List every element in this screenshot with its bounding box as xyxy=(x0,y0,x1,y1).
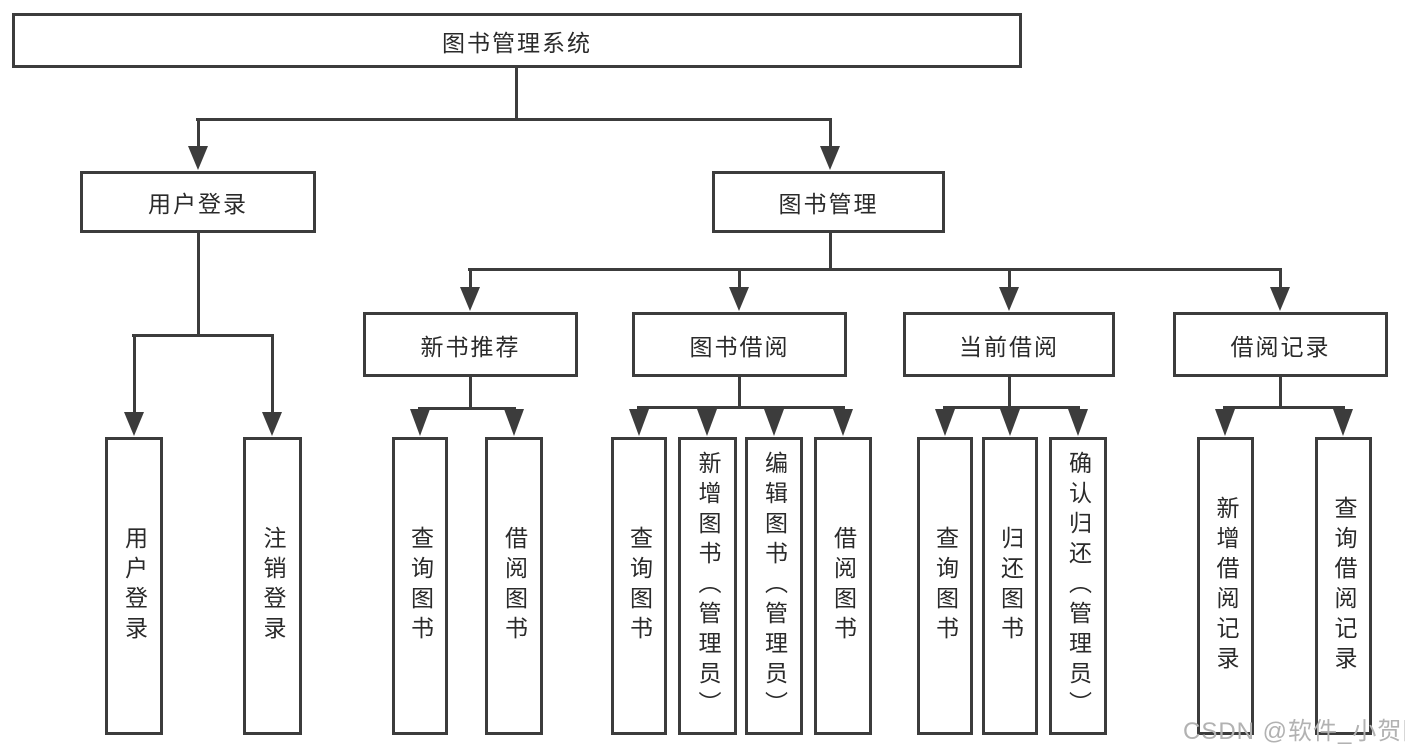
leaf-current-query-books: 查询图书 xyxy=(917,437,973,735)
connector-line xyxy=(738,377,741,409)
connector-line xyxy=(1279,377,1282,409)
arrowhead xyxy=(460,287,480,311)
arrowhead xyxy=(1000,409,1020,436)
leaf-logout: 注销登录 xyxy=(243,437,302,735)
arrowhead xyxy=(629,409,649,436)
arrowhead xyxy=(504,409,524,436)
arrowhead xyxy=(935,409,955,436)
arrowhead xyxy=(1270,287,1290,311)
leaf-records-query-record-label: 查询借阅记录 xyxy=(1331,496,1357,676)
connector-line xyxy=(468,268,1282,271)
connector-line xyxy=(132,334,274,337)
arrowhead xyxy=(729,287,749,311)
arrowhead xyxy=(1333,409,1353,436)
leaf-logout-label: 注销登录 xyxy=(260,526,286,646)
leaf-records-add-record: 新增借阅记录 xyxy=(1197,437,1254,735)
arrowhead xyxy=(124,412,144,436)
connector-line xyxy=(418,407,516,410)
leaf-borrow-add-books: 新增图书（管理员） xyxy=(678,437,737,735)
arrowhead xyxy=(833,409,853,436)
connector-line xyxy=(197,121,200,149)
leaf-borrow-add-books-label: 新增图书（管理员） xyxy=(695,451,721,721)
node-book-borrow: 图书借阅 xyxy=(632,312,847,377)
leaf-current-query-books-label: 查询图书 xyxy=(932,526,959,646)
leaf-recommend-borrow-books-label: 借阅图书 xyxy=(501,526,528,646)
connector-line xyxy=(133,337,136,414)
leaf-borrow-borrow-books-label: 借阅图书 xyxy=(830,526,857,646)
leaf-user-login-label: 用户登录 xyxy=(121,526,148,646)
connector-line xyxy=(1008,271,1011,289)
leaf-recommend-query-books-label: 查询图书 xyxy=(407,526,434,646)
leaf-borrow-query-books: 查询图书 xyxy=(611,437,667,735)
node-current-borrow: 当前借阅 xyxy=(903,312,1115,377)
leaf-current-return-books: 归还图书 xyxy=(982,437,1038,735)
arrowhead xyxy=(1215,409,1235,436)
node-current-borrow-label: 当前借阅 xyxy=(959,333,1059,360)
connector-line xyxy=(829,121,832,149)
connector-line xyxy=(943,406,1080,409)
connector-line xyxy=(1223,406,1345,409)
node-book-management-label: 图书管理 xyxy=(778,191,879,217)
arrowhead xyxy=(764,409,784,436)
node-book-borrow-label: 图书借阅 xyxy=(689,333,790,360)
connector-line xyxy=(829,233,832,271)
connector-line xyxy=(637,406,845,409)
leaf-borrow-query-books-label: 查询图书 xyxy=(626,526,653,646)
arrowhead xyxy=(410,409,430,436)
arrowhead xyxy=(262,412,282,436)
arrowhead xyxy=(188,146,208,170)
connector-line xyxy=(469,377,472,410)
leaf-recommend-query-books: 查询图书 xyxy=(392,437,448,735)
node-root-label: 图书管理系统 xyxy=(442,29,592,56)
node-user-login-label: 用户登录 xyxy=(148,191,248,217)
arrowhead xyxy=(1068,409,1088,436)
node-new-book-recommend: 新书推荐 xyxy=(363,312,578,377)
connector-line xyxy=(469,271,472,289)
leaf-user-login: 用户登录 xyxy=(105,437,163,735)
arrowhead xyxy=(999,287,1019,311)
leaf-recommend-borrow-books: 借阅图书 xyxy=(485,437,543,735)
node-new-book-recommend-label: 新书推荐 xyxy=(420,333,521,360)
leaf-current-confirm-return: 确认归还（管理员） xyxy=(1049,437,1107,735)
leaf-current-confirm-return-label: 确认归还（管理员） xyxy=(1065,451,1092,721)
arrowhead xyxy=(820,146,840,170)
watermark: CSDN @软件_小贺同学 xyxy=(1183,718,1405,745)
leaf-records-add-record-label: 新增借阅记录 xyxy=(1213,496,1239,676)
node-root: 图书管理系统 xyxy=(12,13,1022,68)
node-borrow-records: 借阅记录 xyxy=(1173,312,1388,377)
node-book-management: 图书管理 xyxy=(712,171,945,233)
connector-line xyxy=(197,233,200,336)
connector-line xyxy=(738,271,741,289)
leaf-borrow-edit-books: 编辑图书（管理员） xyxy=(745,437,803,735)
leaf-current-return-books-label: 归还图书 xyxy=(997,526,1024,646)
node-borrow-records-label: 借阅记录 xyxy=(1230,333,1331,360)
arrowhead xyxy=(697,409,717,436)
leaf-borrow-edit-books-label: 编辑图书（管理员） xyxy=(761,451,788,721)
connector-line xyxy=(1279,271,1282,289)
connector-line xyxy=(196,118,832,121)
leaf-records-query-record: 查询借阅记录 xyxy=(1315,437,1372,735)
connector-line xyxy=(515,68,518,120)
node-user-login: 用户登录 xyxy=(80,171,316,233)
leaf-borrow-borrow-books: 借阅图书 xyxy=(814,437,872,735)
connector-line xyxy=(271,337,274,414)
connector-line xyxy=(1008,377,1011,409)
